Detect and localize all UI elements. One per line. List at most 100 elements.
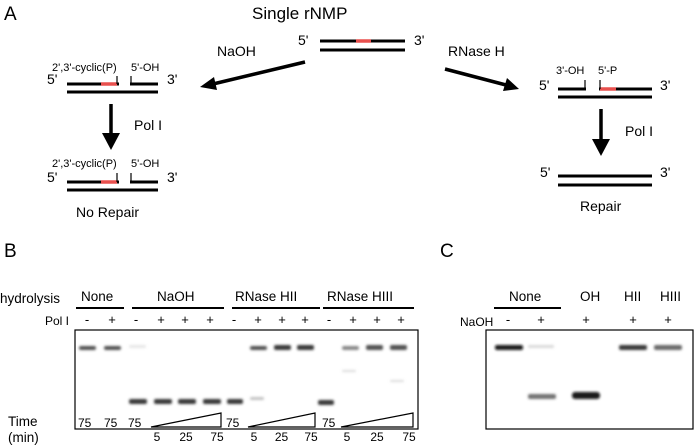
pol-sign-2: + [108,312,116,327]
top-three-prime: 3' [414,32,424,48]
ramp-1-value-3: 75 [210,430,224,444]
band-b-12-full [342,346,359,350]
pol-sign-14: + [397,312,405,327]
left-three-prime: 3' [167,71,177,87]
band-b-14-full [390,345,407,350]
right2-three-prime: 3' [660,164,670,180]
pol-sign-10: + [301,312,309,327]
group-headers-c: None OH HII HIII [494,289,681,309]
time-value-1: 75 [78,416,92,430]
time-ramp-wedge-3 [340,412,414,428]
group-rnase-hii: RNase HII [235,289,297,304]
pol-sign-7: - [232,312,236,327]
pol-sign-4: + [157,312,165,327]
time-value-5: 75 [322,416,336,430]
left-pol-arrow [102,104,120,150]
naoh-arrow [200,60,306,90]
rnase-h-label: RNase H [448,43,505,59]
pol-sign-9: + [278,312,286,327]
c-group-hiii: HIII [660,289,681,304]
top-five-prime: 5' [298,32,308,48]
left2-three-prime: 3' [167,169,177,185]
gel-c-bands [495,345,682,399]
no-repair-duplex: 2',3'-cyclic(P) 5'-OH 5' 3' [47,158,177,192]
single-rnmp-title: Single rNMP [252,4,347,23]
group-naoh: NaOH [157,289,195,304]
band-b-1-full [79,346,96,350]
gel-c-frame [485,329,694,430]
panel-a-label: A [4,4,17,25]
gel-b-frame [74,329,419,430]
ramp-3-value-1: 5 [344,430,351,444]
right-pol-arrow [592,109,610,156]
no-repair-label: No Repair [76,204,139,220]
naoh-sign-4: + [629,312,637,327]
ramp-2-value-2: 25 [275,430,289,444]
repaired-duplex: 5' 3' [540,164,670,187]
group-none: None [81,289,113,304]
naoh-signs-c: -++++ [506,312,672,327]
rnase-h-arrow [444,67,519,91]
band-b-14-mid [390,380,404,382]
band-b-10-full [297,345,314,350]
band-b-11-cut [318,400,334,405]
right-pol-label: Pol I [625,123,653,139]
band-c-1-full [495,345,523,350]
band-b-5-cut [178,399,196,404]
time-value-2: 75 [104,416,118,430]
pol-sign-1: - [85,312,89,327]
time-ramp-wedge-2 [247,412,316,428]
naoh-cleaved-duplex: 2',3'-cyclic(P) 5'-OH 5' 3' [47,62,177,94]
band-c-2-faint [528,345,554,348]
c-group-hii: HII [624,289,641,304]
band-b-9-full [274,345,291,350]
band-c-2-cut [528,394,556,399]
top-duplex: 5' 3' [298,32,424,52]
band-b-8-cut [250,397,264,400]
right-five-prime: 5' [539,77,549,93]
hydrolysis-label: hydrolysis [0,291,60,306]
band-b-12-mid [342,370,356,372]
pol-sign-5: + [181,312,189,327]
ramp-1-value-2: 25 [179,430,193,444]
band-c-5-full [654,345,682,350]
pol-sign-8: + [254,312,262,327]
band-c-4-full [619,345,647,350]
naoh-sign-1: - [506,312,510,327]
c-group-oh: OH [580,289,600,304]
band-b-2-full [104,346,121,350]
panel-b-label: B [4,241,17,262]
time-ramps: 5 25 75 5 25 75 5 25 75 [150,412,416,444]
group-headers-b: None NaOH RNase HII RNase HIII [76,289,414,309]
five-oh-label-2: 5'-OH [131,158,159,170]
pol-i-row-label: Pol I [45,314,69,328]
band-b-6-cut [203,399,221,404]
time-value-3: 75 [128,416,142,430]
pol-sign-12: + [349,312,357,327]
three-oh-label: 3'-OH [556,65,584,77]
time-label: Time [8,414,38,429]
naoh-label: NaOH [217,43,256,59]
repair-label: Repair [580,198,622,214]
pol-signs-b: - + - + + + - + + + - + + + [85,312,405,327]
naoh-row-label: NaOH [460,315,493,329]
band-c-3-cut [572,392,600,399]
group-rnase-hiii: RNase HIII [327,289,393,304]
pol-sign-6: + [206,312,214,327]
naoh-sign-3: + [582,312,590,327]
ramp-3-value-2: 25 [370,430,384,444]
pol-sign-13: + [373,312,381,327]
right2-five-prime: 5' [540,164,550,180]
band-b-13-full [366,345,383,350]
pol-sign-11: - [327,312,331,327]
band-b-4-cut [154,399,172,404]
time-values: 75 75 75 75 75 [78,416,336,430]
pol-sign-3: - [134,312,138,327]
time-value-4: 75 [226,416,240,430]
ramp-2-value-1: 5 [251,430,258,444]
right-three-prime: 3' [660,77,670,93]
c-group-none: None [509,289,541,304]
ramp-1-value-1: 5 [154,430,161,444]
cyclic-end-label: 2',3'-cyclic(P) [52,62,117,74]
